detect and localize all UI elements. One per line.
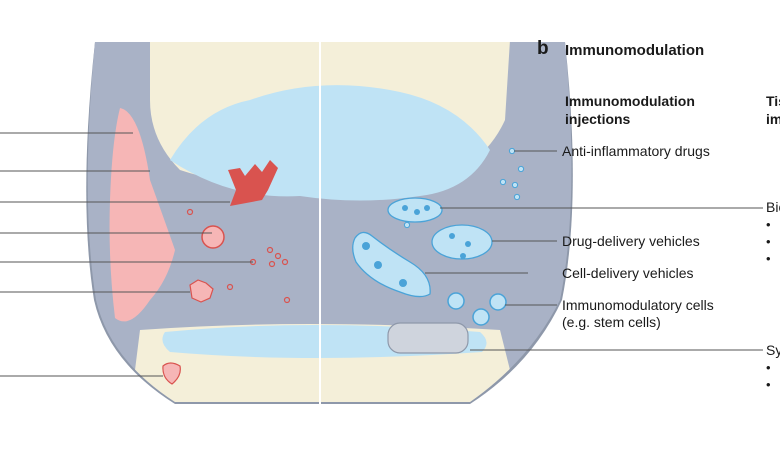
panel-title: Immunomodulation (565, 42, 705, 59)
bullet: • (766, 234, 771, 249)
column-heading-tissue: Tis im (766, 92, 780, 128)
bullet: • (766, 217, 771, 232)
label-immunomodulatory-cells: Immunomodulatory cells (e.g. stem cells) (562, 297, 714, 331)
osteophyte (162, 362, 181, 385)
inflamed-synovium (109, 108, 175, 322)
column-heading-line1: Tis (766, 93, 780, 109)
label-cell-delivery-vehicles: Cell-delivery vehicles (562, 265, 694, 281)
right-leader-lines (425, 150, 763, 351)
tissue-engineered-implant (387, 322, 469, 354)
column-heading-line2: im (766, 111, 780, 127)
label-drug-delivery-vehicles: Drug-delivery vehicles (562, 233, 700, 249)
column-heading-line2: injections (565, 111, 631, 127)
label-line1: Immunomodulatory cells (562, 297, 714, 313)
drug-delivery-vehicle (431, 224, 493, 260)
vehicle-cargo (362, 205, 471, 287)
bullet: • (766, 360, 771, 375)
immunomodulatory-stem-cells (447, 292, 507, 326)
bullet: • (766, 251, 771, 266)
bullet: • (766, 377, 771, 392)
cell-delivery-vehicle (352, 231, 431, 298)
cartilage-lesion (228, 160, 278, 206)
label-line2: (e.g. stem cells) (562, 314, 661, 330)
label-sy-partial: Sy (766, 342, 780, 358)
anti-inflammatory-drug-particles (403, 147, 525, 229)
damaged-cell (189, 279, 214, 303)
label-anti-inflammatory-drugs: Anti-inflammatory drugs (562, 143, 710, 159)
macrophage-cell (201, 225, 225, 249)
left-leader-lines (0, 132, 253, 377)
column-heading-line1: Immunomodulation (565, 93, 695, 109)
panel-letter: b (537, 38, 549, 59)
column-heading-injections: Immunomodulation injections (565, 92, 695, 128)
label-bio-partial: Bio (766, 199, 780, 215)
